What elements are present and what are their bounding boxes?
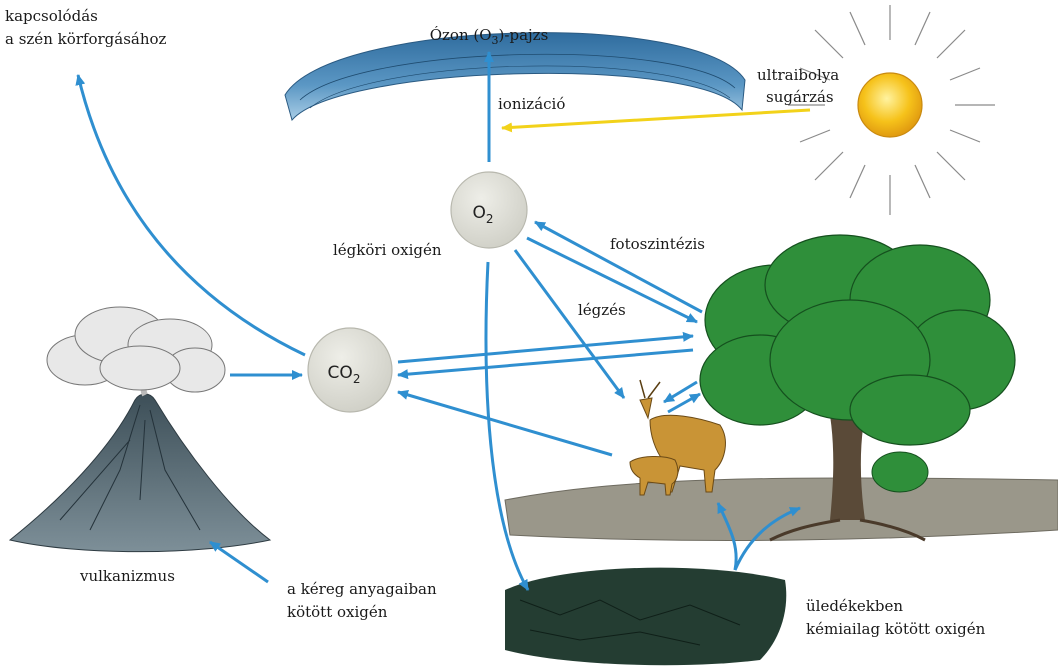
sediment-layer (505, 568, 786, 666)
node-co2: CO2 (308, 328, 392, 412)
node-o2: O2 (451, 172, 527, 248)
label-uv-line1: ultraibolya (757, 66, 839, 84)
arrow-o2-to-deer (515, 250, 624, 398)
label-volcanism: vulkanizmus (79, 567, 175, 585)
label-carbon-link-line2: a szén körforgásához (5, 30, 167, 48)
arrow-crust-to-volcano (210, 542, 268, 582)
label-respiration: légzés (578, 301, 626, 319)
label-photosynthesis: fotoszintézis (610, 235, 705, 253)
label-carbon-link-line1: kapcsolódás (5, 7, 98, 25)
label-sediment-line1: üledékekben (806, 597, 903, 615)
label-crust-line1: a kéreg anyagaiban (287, 580, 437, 598)
label-sediment-line2: kémiailag kötött oxigén (806, 620, 986, 638)
arrow-o2-to-sediment (486, 262, 528, 590)
sun-icon (788, 5, 995, 215)
arrow-tree-to-co2 (398, 350, 693, 375)
ground-soil (505, 478, 1058, 541)
label-atmospheric-oxygen: légköri oxigén (333, 241, 442, 259)
label-ozone-shield: Ózon (O3)-pajzs (430, 26, 549, 47)
label-ionization: ionizáció (498, 95, 565, 113)
arrow-co2-to-tree (398, 336, 693, 362)
label-uv-line2: sugárzás (766, 88, 834, 106)
arrow-deer-to-co2 (398, 392, 612, 455)
volcano-icon (10, 307, 270, 552)
label-crust-line2: kötött oxigén (287, 603, 388, 621)
